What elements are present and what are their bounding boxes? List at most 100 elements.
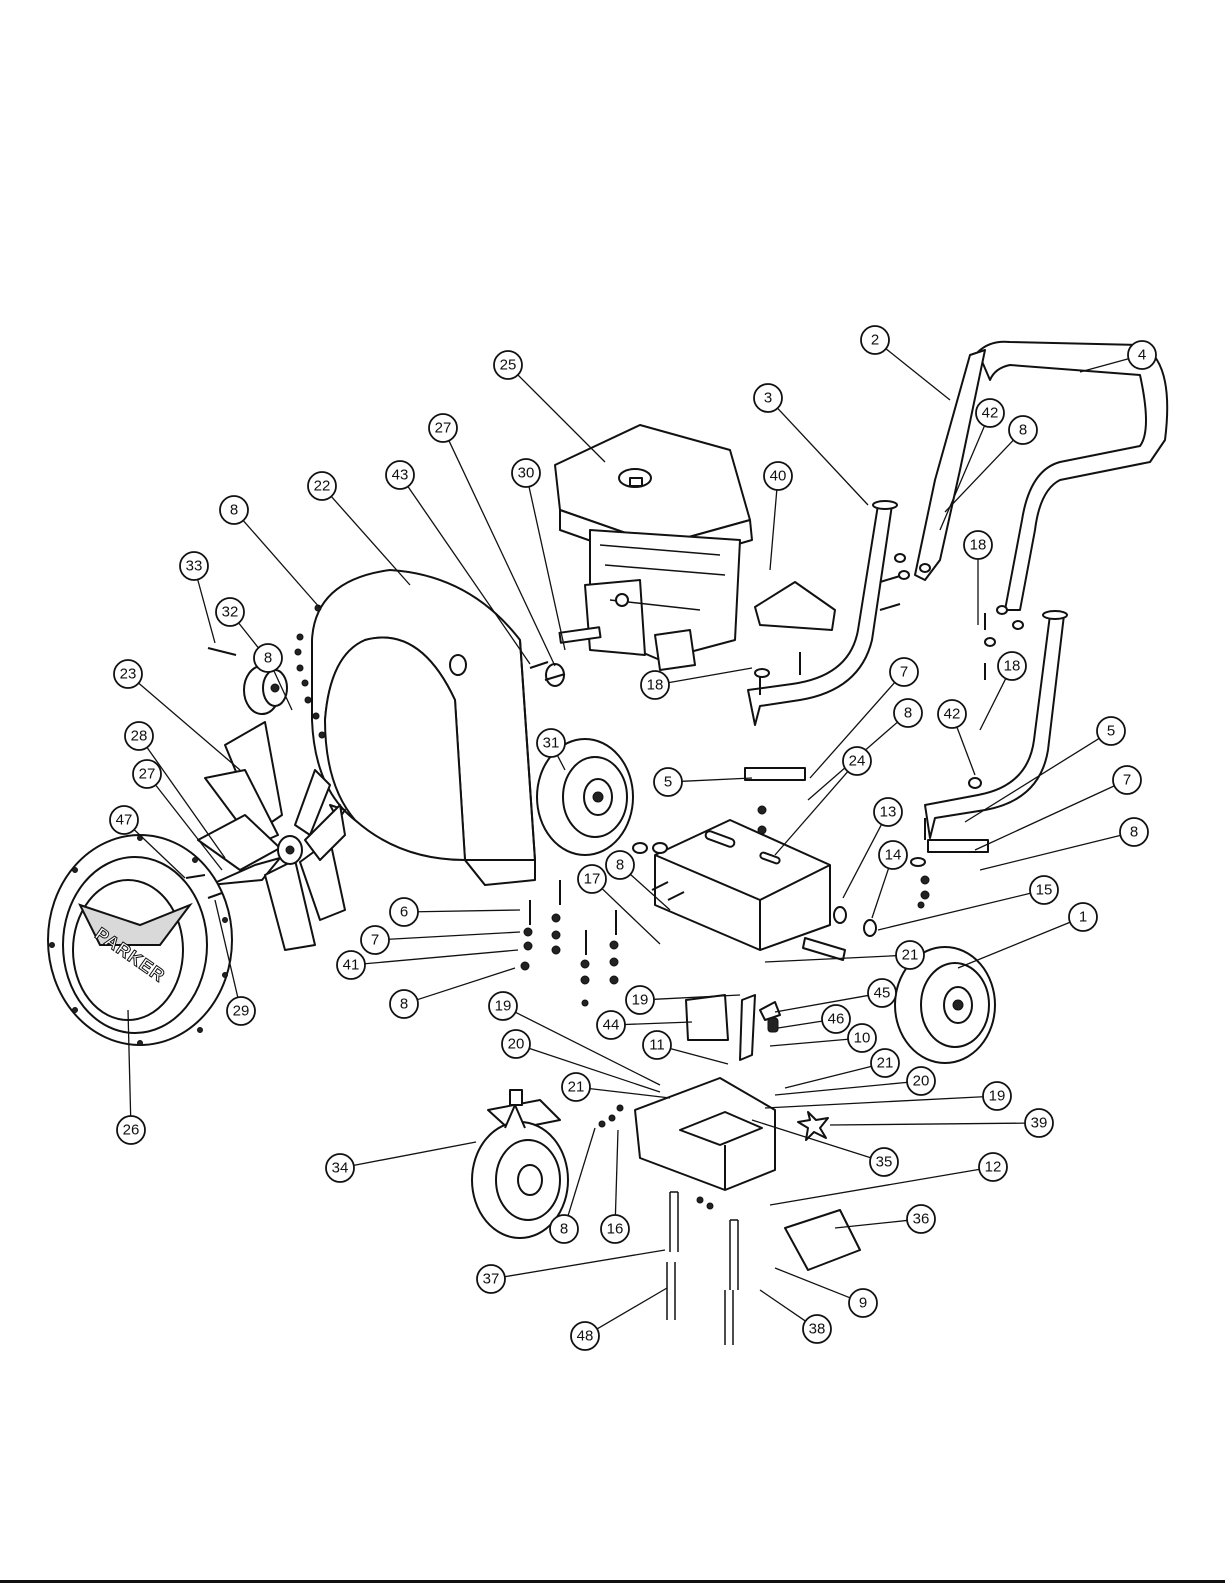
leader-line: [198, 580, 215, 643]
leader-line: [775, 1082, 907, 1095]
callout-number: 4: [1138, 347, 1146, 364]
callout-8: 8: [220, 496, 320, 608]
callout-38: 38: [760, 1290, 831, 1343]
callout-number: 27: [139, 766, 156, 783]
callout-number: 8: [560, 1221, 568, 1238]
callout-18: 18: [964, 531, 992, 625]
callout-number: 7: [371, 932, 379, 949]
callout-number: 7: [1123, 772, 1131, 789]
bracket-5-left: [745, 768, 805, 780]
callout-23: 23: [114, 660, 240, 770]
callout-number: 38: [809, 1321, 826, 1338]
callout-number: 35: [876, 1154, 893, 1171]
callout-number: 24: [849, 753, 866, 770]
callout-number: 42: [982, 405, 999, 422]
front-cover: PARKER: [48, 835, 232, 1046]
leader-line: [602, 889, 660, 944]
leader-line: [590, 1089, 670, 1098]
callout-2: 2: [861, 326, 950, 400]
callout-25: 25: [494, 351, 605, 462]
callout-number: 22: [314, 478, 331, 495]
callout-number: 31: [543, 735, 560, 752]
callout-19: 19: [765, 1082, 1011, 1110]
leader-line: [778, 408, 868, 505]
callout-6: 6: [390, 898, 520, 926]
callout-42: 42: [938, 700, 975, 775]
bracket-5-right: [928, 840, 988, 852]
callout-number: 28: [131, 728, 148, 745]
callout-41: 41: [337, 950, 518, 979]
leader-line: [389, 932, 520, 939]
leader-line: [354, 1142, 476, 1165]
callout-number: 18: [1004, 658, 1021, 675]
callout-number: 19: [495, 998, 512, 1015]
leader-line: [878, 893, 1030, 930]
leader-line: [518, 375, 605, 462]
leader-line: [775, 995, 868, 1012]
callout-number: 45: [874, 985, 891, 1002]
callout-number: 37: [483, 1271, 500, 1288]
callout-15: 15: [878, 876, 1058, 930]
callout-number: 18: [647, 677, 664, 694]
callout-number: 14: [885, 847, 902, 864]
callout-number: 12: [985, 1159, 1002, 1176]
callout-number: 8: [264, 650, 272, 667]
callout-number: 10: [854, 1030, 871, 1047]
leader-line: [770, 1169, 979, 1205]
callout-number: 5: [1107, 723, 1115, 740]
callout-16: 16: [601, 1130, 629, 1243]
callout-number: 32: [222, 604, 239, 621]
page-bottom-rule: [0, 1580, 1225, 1583]
callout-number: 19: [989, 1088, 1006, 1105]
callout-number: 20: [508, 1036, 525, 1053]
leader-line: [775, 772, 848, 855]
callout-18: 18: [641, 668, 752, 699]
callout-number: 1: [1079, 909, 1087, 926]
callout-number: 27: [435, 420, 452, 437]
leader-line: [843, 824, 882, 898]
callout-number: 2: [871, 332, 879, 349]
leader-line: [516, 1012, 660, 1085]
leader-line: [957, 727, 975, 775]
leader-line: [830, 1123, 1025, 1125]
callout-number: 47: [116, 812, 133, 829]
callout-number: 40: [770, 468, 787, 485]
callout-number: 6: [400, 904, 408, 921]
callout-number: 39: [1031, 1115, 1048, 1132]
callout-number: 13: [880, 804, 897, 821]
callout-number: 8: [400, 996, 408, 1013]
callout-number: 33: [186, 558, 203, 575]
leader-line: [615, 1130, 618, 1215]
leader-line: [775, 1268, 850, 1298]
callout-7: 7: [361, 926, 520, 954]
leader-line: [597, 1288, 667, 1329]
callout-14: 14: [872, 841, 907, 918]
leader-line: [770, 490, 777, 570]
mount-brackets: [686, 995, 780, 1060]
callout-number: 16: [607, 1221, 624, 1238]
callout-21: 21: [785, 1049, 899, 1088]
leader-line: [770, 1039, 848, 1046]
leader-line: [365, 950, 518, 964]
chute-box: [635, 1078, 775, 1190]
leader-line: [765, 1097, 983, 1108]
callout-number: 25: [500, 357, 517, 374]
callout-number: 17: [584, 871, 601, 888]
callout-number: 21: [902, 947, 919, 964]
leader-line: [785, 1066, 871, 1088]
leader-line: [760, 1290, 805, 1321]
callout-number: 44: [603, 1017, 620, 1034]
leader-line: [331, 496, 410, 585]
blower-housing: [312, 570, 535, 885]
callout-9: 9: [775, 1268, 877, 1317]
callout-number: 9: [859, 1295, 867, 1312]
leader-line: [980, 835, 1120, 870]
callout-number: 23: [120, 666, 137, 683]
callout-number: 11: [649, 1037, 665, 1054]
callout-number: 48: [577, 1328, 594, 1345]
callout-7: 7: [975, 766, 1141, 850]
leader-line: [418, 910, 520, 912]
callout-5: 5: [654, 768, 752, 796]
callout-10: 10: [770, 1024, 876, 1052]
callout-number: 41: [343, 957, 360, 974]
